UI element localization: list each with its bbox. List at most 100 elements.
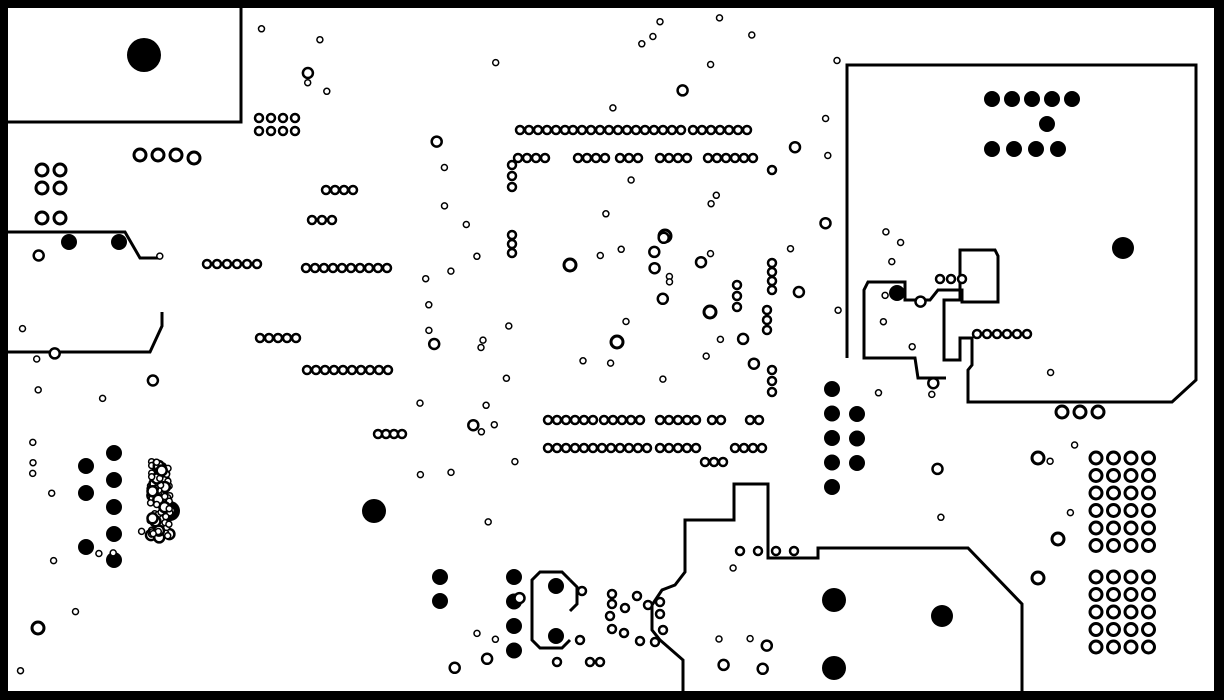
through-hole-pad [1030,570,1046,586]
via-ring [945,273,957,285]
through-hole-pad [1030,450,1046,466]
via-ring [753,414,765,426]
via-ring [761,314,773,326]
solid-pads [61,38,1134,680]
via [821,114,830,123]
via-ring [723,124,735,136]
via-ring [690,442,702,454]
solid-pad [78,485,94,501]
via-ring [354,262,366,274]
via [482,401,490,410]
via-ring [319,364,331,376]
via-ring [606,623,618,635]
via-ring [607,414,619,426]
via-ring [717,456,729,468]
via [760,639,774,652]
through-hole-pad [1141,468,1156,483]
via-ring [355,364,367,376]
via-ring [1001,328,1013,340]
via-ring [560,414,572,426]
via-ring [604,610,616,622]
via [792,285,806,299]
via-ring [320,184,332,196]
solid-pad [432,593,448,609]
via-ring [766,375,778,387]
through-hole-pad [1088,569,1104,585]
via-ring [603,124,615,136]
via-ring [337,364,349,376]
through-hole-pad [34,162,50,178]
via [95,549,103,558]
via [819,216,832,230]
via [881,291,889,300]
via [513,591,526,605]
via-ring [1011,328,1023,340]
via-ring [632,442,644,454]
via [579,357,587,365]
through-hole-pad [1088,639,1104,655]
through-hole-pad [150,147,166,163]
via [914,295,927,308]
via [477,428,486,436]
via [156,252,164,260]
via-ring [381,262,393,274]
via [648,261,661,275]
via-ring [971,328,983,340]
through-hole-pad [1123,450,1139,466]
via-ring [594,656,606,668]
mounting-pad [822,588,846,612]
via-ring [567,124,579,136]
mounting-pad [822,656,846,680]
through-hole-pad [168,147,184,163]
through-hole-pad [1123,520,1139,536]
via [756,662,769,676]
solid-pad [61,234,77,250]
via [462,220,471,229]
via [484,518,492,526]
through-hole-pad [1088,468,1104,483]
via-ring [272,332,284,344]
via [425,326,433,335]
via-ring [720,152,732,164]
solid-pad [548,578,564,594]
via-ring [309,262,321,274]
via [29,458,37,467]
via-ring [614,442,626,454]
mounting-pad [362,499,386,523]
via-ring [702,152,714,164]
via-ring [752,545,764,557]
via-ring [788,545,800,557]
via-ring [706,414,718,426]
via-ring [253,125,265,137]
via-ring [981,328,993,340]
via-ring [310,364,322,376]
via-ring [599,152,611,164]
via [937,513,945,522]
through-hole-pad [1088,503,1104,518]
via-ring [506,229,518,241]
mounting-pad [1112,237,1134,259]
via-ring [523,124,535,136]
via [1066,508,1075,517]
solid-pad [106,552,122,568]
via [638,40,646,48]
via-ring [605,442,617,454]
via-ring [300,262,312,274]
via [18,324,27,333]
via-ring [675,124,687,136]
via-ring [934,273,946,285]
through-hole-pad [1054,404,1070,420]
via [490,420,499,429]
solid-pad [824,430,840,446]
via-ring [327,262,339,274]
via-ring [539,152,551,164]
through-hole-pad [1141,569,1156,585]
via [16,666,25,675]
via-ring [705,124,717,136]
via-ring [654,442,666,454]
via-ring [747,442,759,454]
via-ring [766,257,778,269]
via-ring [715,414,727,426]
via-ring [681,442,693,454]
via-ring [364,364,376,376]
